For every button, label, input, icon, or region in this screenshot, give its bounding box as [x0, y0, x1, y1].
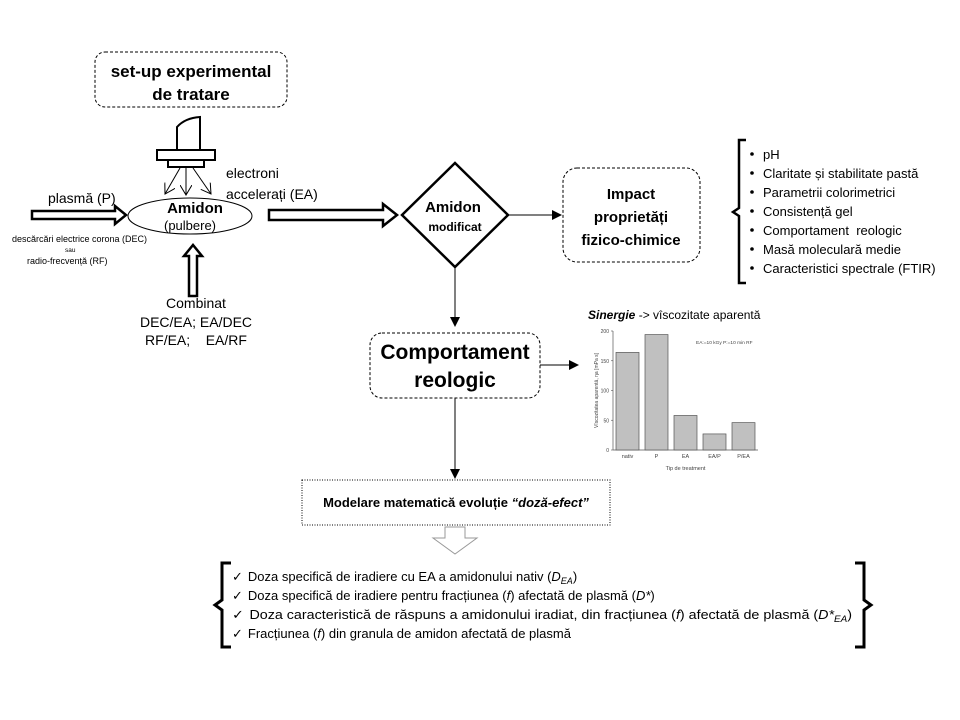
output-item-2: ✓Doza specifică de iradiere pentru fracț… [232, 588, 655, 603]
y-tick-label: 100 [601, 389, 610, 395]
output-item-3: ✓Doza caracteristică de răspuns a amidon… [232, 607, 852, 624]
rheology-line1: Comportament [380, 341, 529, 364]
y-tick-label: 150 [601, 359, 610, 365]
output-item-4: ✓Fracțiunea (f) din granula de amidon af… [232, 626, 572, 641]
output-item-1: ✓Doza specifică de iradiere cu EA a amid… [232, 569, 577, 586]
bar-nativ [615, 352, 640, 451]
property-item: Masă moleculară medie [763, 242, 901, 257]
x-tick-label: P/EA [737, 454, 750, 460]
synergy-title: Sinergie -> vîscozitate aparentă [588, 308, 761, 322]
chart-annotation: EA:=10 kGy P:=10 min RF [696, 340, 753, 346]
viscosity-chart: 0 50 100 150 200 nativ P EA EA/P P/EA Tip de treat… [594, 329, 758, 472]
x-tick-label: EA [682, 454, 690, 460]
property-item: pH [763, 147, 780, 162]
property-item: Claritate și stabilitate pastă [763, 166, 919, 181]
y-tick-label: 0 [606, 448, 609, 454]
modified-line2: modificat [428, 220, 481, 234]
modified-starch-node: Amidon modificat [400, 161, 510, 269]
starch-node: Amidon (pulbere) [127, 197, 253, 235]
properties-list: pH Claritate și stabilitate pastă Parame… [750, 147, 936, 276]
setup-line1: set-up experimental [111, 62, 272, 81]
impact-line2: proprietăți [594, 209, 668, 226]
x-tick-label: nativ [622, 454, 634, 460]
properties-bracket [730, 138, 746, 285]
combined-title: Combinat [166, 295, 226, 311]
bar-EA [673, 415, 698, 451]
electron-gun-icon [156, 115, 216, 168]
plasma-source-dec: descărcări electrice corona (DEC) [12, 234, 147, 244]
outputs-bracket-right [855, 561, 874, 649]
property-item: Consistență gel [763, 204, 853, 219]
rheology-line2: reologic [414, 369, 496, 392]
impact-line1: Impact [607, 186, 655, 203]
bar-P [644, 334, 669, 451]
combined-line2: RF/EA; EA/RF [145, 332, 247, 348]
modeling-emph: “doză-efect” [512, 495, 590, 510]
outputs-bracket-left [212, 561, 231, 649]
bar-P/EA [731, 422, 756, 451]
x-tick-label: P [655, 454, 659, 460]
modified-line1: Amidon [425, 199, 481, 216]
setup-line2: de tratare [152, 85, 229, 104]
starch-subtitle: (pulbere) [164, 218, 216, 233]
property-item: Parametrii colorimetrici [763, 185, 895, 200]
plasma-arrow [30, 203, 128, 227]
x-axis-label: Tip de treatment [666, 466, 706, 472]
impact-line3: fizico-chimice [581, 232, 680, 249]
svg-text:Modelare matematică evoluție “: Modelare matematică evoluție “doză-efect… [323, 495, 589, 510]
bar-EA/P [702, 433, 727, 451]
electron-label-2: accelerați (EA) [226, 186, 318, 202]
x-tick-label: EA/P [708, 454, 721, 460]
modeling-box: Modelare matematică evoluție “doză-efect… [301, 479, 611, 526]
down-arrow [431, 526, 479, 555]
plasma-or: sau [65, 247, 76, 254]
treatment-arrow [267, 201, 400, 229]
combined-line1: DEC/EA; EA/DEC [140, 314, 252, 330]
property-item: Caracteristici spectrale (FTIR) [763, 261, 936, 276]
impact-box: Impact proprietăți fizico-chimice [562, 167, 701, 263]
plasma-source-rf: radio-frecvență (RF) [27, 256, 108, 266]
modeling-text: Modelare matematică evoluție [323, 495, 512, 510]
y-axis-label: Vîscozitatea aparentă, ηa [mPa s] [594, 352, 600, 428]
outputs-list: ✓Doza specifică de iradiere cu EA a amid… [232, 569, 852, 641]
electron-beam-arrows [165, 167, 211, 195]
plasma-label: plasmă (P) [48, 190, 116, 206]
property-item: Comportament reologic [763, 223, 902, 238]
electron-label-1: electroni [226, 165, 279, 181]
setup-box: set-up experimental de tratare [94, 51, 288, 108]
combined-arrow [181, 243, 205, 298]
starch-title: Amidon [167, 200, 223, 217]
y-tick-label: 200 [601, 329, 610, 335]
rheology-box: Comportament reologic [369, 332, 541, 399]
y-tick-label: 50 [603, 418, 609, 424]
